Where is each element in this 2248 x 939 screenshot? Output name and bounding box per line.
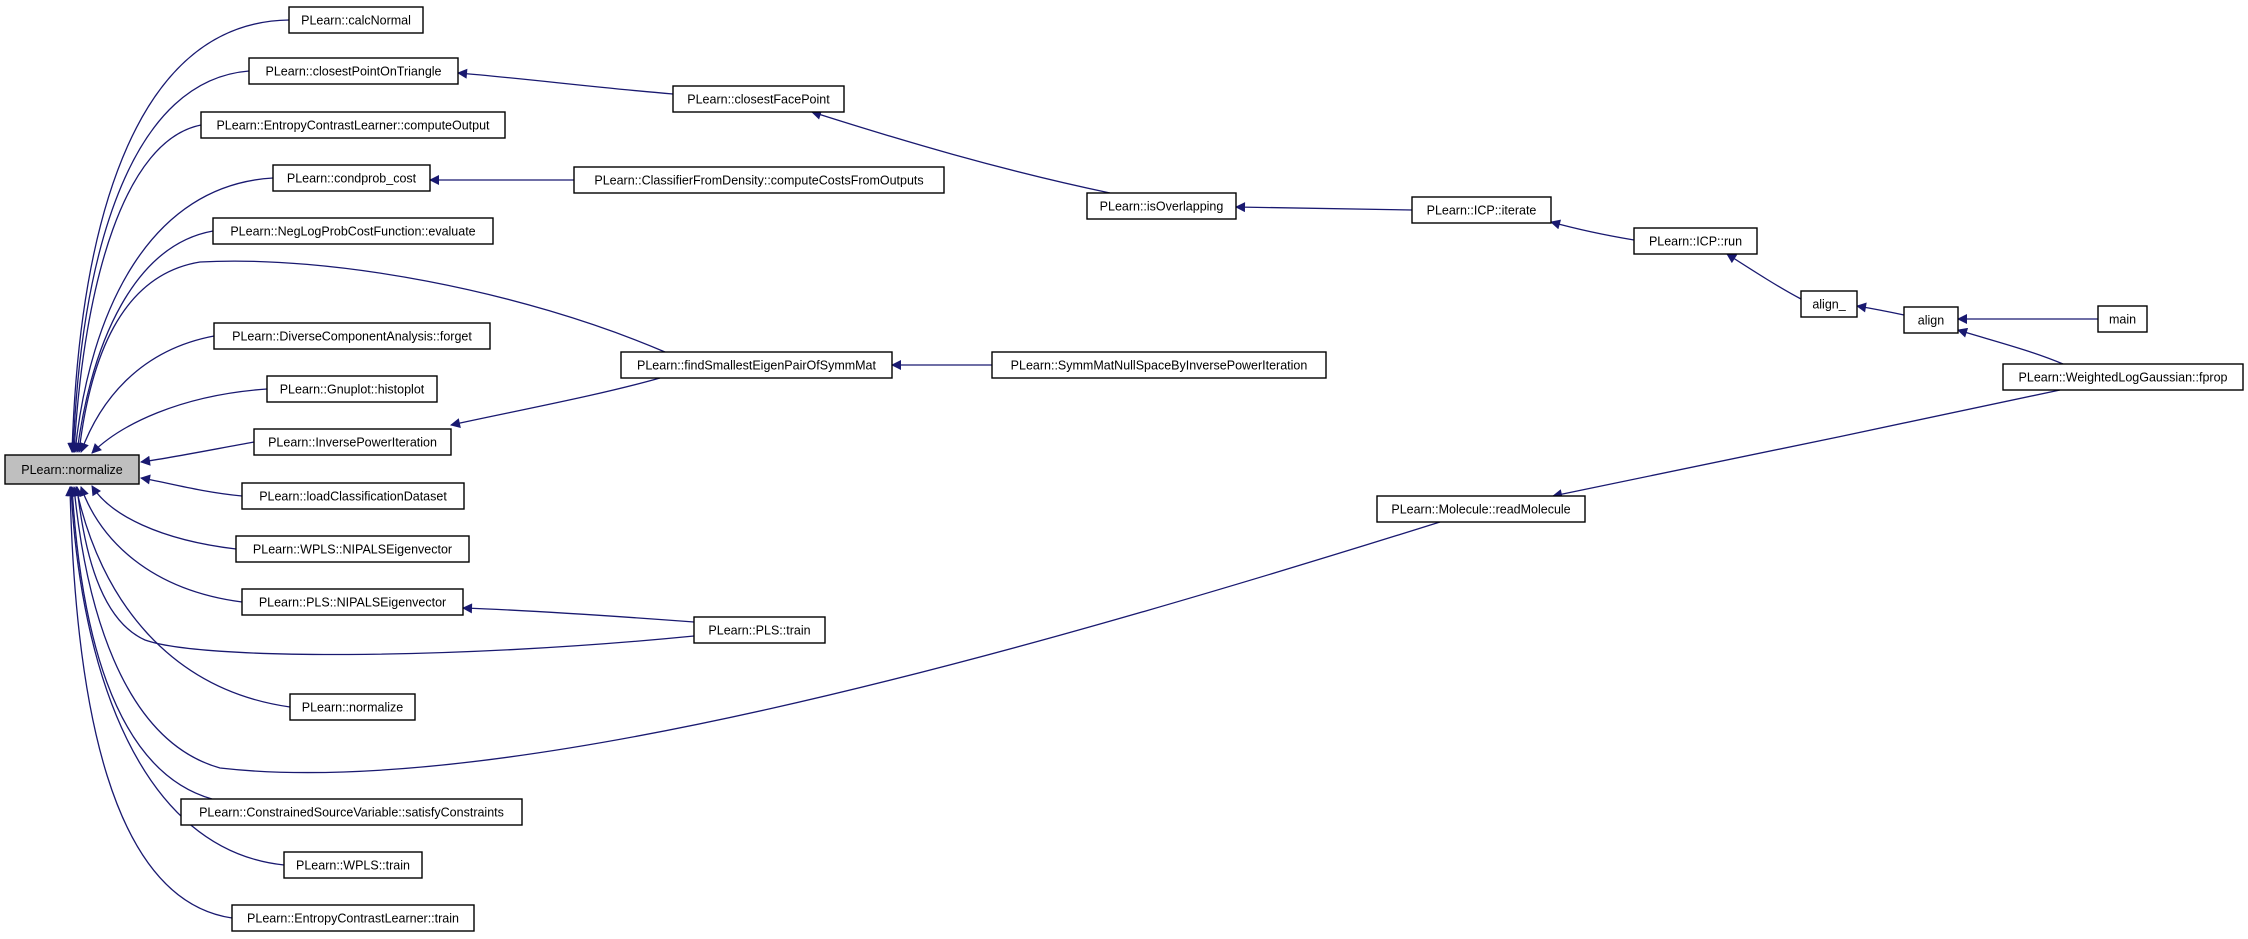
edge-wpls_train-to-normalize_root bbox=[66, 486, 285, 866]
edge-normalize2-to-normalize_root bbox=[72, 486, 291, 708]
edge-gnuplot_histoplot-to-normalize_root bbox=[91, 388, 268, 454]
node-normalize-root[interactable]: PLearn::normalize bbox=[4, 454, 140, 485]
edge-pls_nipals-to-normalize_root bbox=[79, 486, 243, 603]
node-label: PLearn::PLS::train bbox=[708, 624, 810, 638]
edge-pls_train-to-normalize_root bbox=[73, 486, 695, 656]
node-label: PLearn::NegLogProbCostFunction::evaluate bbox=[230, 225, 475, 239]
node-label: PLearn::EntropyContrastLearner::computeO… bbox=[216, 119, 490, 133]
node-wpls-nipals[interactable]: PLearn::WPLS::NIPALSEigenvector bbox=[235, 535, 470, 563]
edge-align-to-align_ bbox=[1856, 302, 1905, 316]
edge-closestPointOnTriangle-to-normalize_root bbox=[68, 70, 250, 453]
node-dca-forget[interactable]: PLearn::DiverseComponentAnalysis::forget bbox=[213, 322, 491, 350]
node-label: PLearn::closestFacePoint bbox=[687, 93, 830, 107]
node-label: PLearn::Gnuplot::histoplot bbox=[280, 383, 425, 397]
node-label: PLearn::EntropyContrastLearner::train bbox=[247, 912, 459, 926]
node-closest-point-on-triangle[interactable]: PLearn::closestPointOnTriangle bbox=[248, 57, 459, 85]
edges-layer bbox=[65, 19, 2098, 919]
edge-loadClassificationDataset-to-normalize_root bbox=[140, 474, 243, 497]
node-label: PLearn::isOverlapping bbox=[1100, 200, 1224, 214]
edge-inversePowerIteration-to-normalize_root bbox=[140, 441, 255, 466]
node-csv-satisfy-constraints[interactable]: PLearn::ConstrainedSourceVariable::satis… bbox=[180, 798, 523, 826]
node-label: align_ bbox=[1812, 298, 1846, 312]
node-label: PLearn::ConstrainedSourceVariable::satis… bbox=[199, 806, 504, 820]
edge-findSmallestEigenPair-to-normalize_root bbox=[75, 260, 666, 453]
edge-wlg_fprop-to-align bbox=[1957, 327, 2064, 365]
nodes-layer: PLearn::normalize PLearn::calcNormal PLe… bbox=[4, 6, 2244, 932]
node-pls-nipals[interactable]: PLearn::PLS::NIPALSEigenvector bbox=[241, 588, 464, 616]
edge-icp_run-to-icp_iterate bbox=[1550, 219, 1635, 241]
node-wlg-fprop[interactable]: PLearn::WeightedLogGaussian::fprop bbox=[2002, 363, 2244, 391]
edge-calcNormal-to-normalize_root bbox=[67, 19, 290, 453]
node-label: PLearn::findSmallestEigenPairOfSymmMat bbox=[637, 359, 877, 373]
node-pls-train[interactable]: PLearn::PLS::train bbox=[693, 616, 826, 644]
node-label: PLearn::InversePowerIteration bbox=[268, 436, 437, 450]
edge-findSmallestEigenPair-to-inversePowerIteration bbox=[450, 377, 661, 428]
edge-pls_train-to-pls_nipals bbox=[462, 603, 695, 623]
node-closest-face-point[interactable]: PLearn::closestFacePoint bbox=[672, 85, 845, 113]
node-label: PLearn::condprob_cost bbox=[287, 172, 417, 186]
node-wpls-train[interactable]: PLearn::WPLS::train bbox=[283, 851, 423, 879]
node-find-smallest-eigen-pair[interactable]: PLearn::findSmallestEigenPairOfSymmMat bbox=[620, 351, 893, 379]
edge-csv_satisfy-to-normalize_root bbox=[67, 486, 213, 800]
edge-ecl_train-to-normalize_root bbox=[65, 486, 233, 919]
node-is-overlapping[interactable]: PLearn::isOverlapping bbox=[1086, 192, 1237, 220]
node-label: PLearn::normalize bbox=[21, 463, 122, 477]
node-label: PLearn::ClassifierFromDensity::computeCo… bbox=[594, 174, 923, 188]
node-label: PLearn::ICP::run bbox=[1649, 235, 1742, 249]
edge-molecule_read-to-normalize_root bbox=[69, 486, 1441, 774]
node-label: PLearn::calcNormal bbox=[301, 14, 411, 28]
node-label: PLearn::Molecule::readMolecule bbox=[1391, 503, 1570, 517]
node-nlpcf-evaluate[interactable]: PLearn::NegLogProbCostFunction::evaluate bbox=[212, 217, 494, 245]
node-ecl-compute-output[interactable]: PLearn::EntropyContrastLearner::computeO… bbox=[200, 111, 506, 139]
node-load-classification-dataset[interactable]: PLearn::loadClassificationDataset bbox=[241, 482, 465, 510]
node-inverse-power-iteration[interactable]: PLearn::InversePowerIteration bbox=[253, 428, 452, 456]
edge-closestFacePoint-to-closestPointOnTriangle bbox=[457, 68, 674, 95]
node-calc-normal[interactable]: PLearn::calcNormal bbox=[288, 6, 424, 34]
node-ecl-train[interactable]: PLearn::EntropyContrastLearner::train bbox=[231, 904, 475, 932]
node-main[interactable]: main bbox=[2097, 305, 2148, 333]
edge-isOverlapping-to-closestFacePoint bbox=[811, 109, 1111, 194]
node-symm-mat-null-space[interactable]: PLearn::SymmMatNullSpaceByInversePowerIt… bbox=[991, 351, 1327, 379]
node-align[interactable]: align bbox=[1903, 306, 1959, 334]
node-condprob-cost[interactable]: PLearn::condprob_cost bbox=[272, 164, 431, 192]
edge-wpls_nipals-to-normalize_root bbox=[91, 485, 237, 550]
edge-icp_iterate-to-isOverlapping bbox=[1235, 202, 1413, 213]
node-label: PLearn::SymmMatNullSpaceByInversePowerIt… bbox=[1011, 359, 1308, 373]
node-icp-iterate[interactable]: PLearn::ICP::iterate bbox=[1411, 196, 1552, 224]
node-label: PLearn::ICP::iterate bbox=[1427, 204, 1537, 218]
node-label: PLearn::closestPointOnTriangle bbox=[265, 65, 441, 79]
edge-wlg_fprop-to-molecule_read bbox=[1552, 389, 2061, 500]
edge-condprob_cost-to-normalize_root bbox=[70, 177, 274, 453]
edge-nlpcf_evaluate-to-normalize_root bbox=[73, 230, 214, 453]
node-cfd-compute-costs[interactable]: PLearn::ClassifierFromDensity::computeCo… bbox=[573, 166, 945, 194]
node-label: align bbox=[1918, 314, 1944, 328]
edge-align_-to-icp_run bbox=[1726, 253, 1802, 300]
node-icp-run[interactable]: PLearn::ICP::run bbox=[1633, 227, 1758, 255]
node-normalize-secondary[interactable]: PLearn::normalize bbox=[289, 693, 416, 721]
edge-ecl_computeOutput-to-normalize_root bbox=[69, 124, 202, 453]
node-label: PLearn::WPLS::NIPALSEigenvector bbox=[253, 543, 452, 557]
node-label: PLearn::normalize bbox=[302, 701, 403, 715]
node-align-underscore[interactable]: align_ bbox=[1800, 290, 1858, 318]
node-label: PLearn::PLS::NIPALSEigenvector bbox=[259, 596, 446, 610]
node-molecule-read[interactable]: PLearn::Molecule::readMolecule bbox=[1376, 495, 1586, 523]
edge-dca_forget-to-normalize_root bbox=[79, 335, 215, 453]
node-label: main bbox=[2109, 313, 2136, 327]
node-label: PLearn::DiverseComponentAnalysis::forget bbox=[232, 330, 472, 344]
node-label: PLearn::loadClassificationDataset bbox=[259, 490, 447, 504]
node-gnuplot-histoplot[interactable]: PLearn::Gnuplot::histoplot bbox=[266, 375, 438, 403]
node-label: PLearn::WPLS::train bbox=[296, 859, 410, 873]
node-label: PLearn::WeightedLogGaussian::fprop bbox=[2019, 371, 2228, 385]
